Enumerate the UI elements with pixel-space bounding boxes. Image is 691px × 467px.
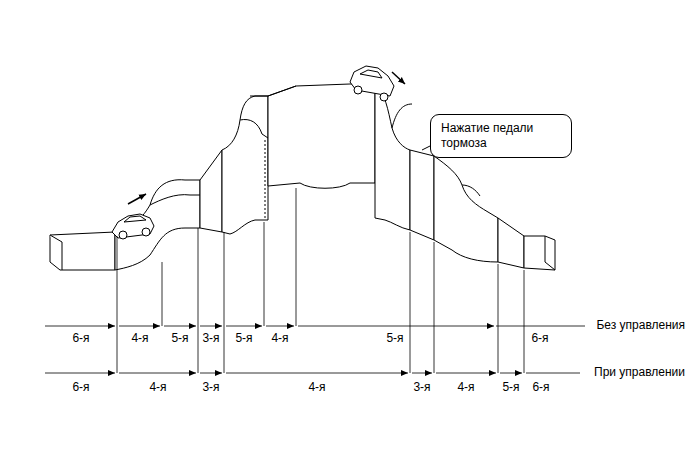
gear-label: 6-я xyxy=(530,332,549,344)
row-title: При управлении xyxy=(593,366,686,378)
gear-label: 4-я xyxy=(456,381,475,393)
gear-label: 5-я xyxy=(501,381,520,393)
gear-label: 5-я xyxy=(234,332,253,344)
gear-label: 3-я xyxy=(201,381,220,393)
gear-label: 6-я xyxy=(71,381,90,393)
gear-label: 4-я xyxy=(270,332,289,344)
gear-label: 3-я xyxy=(412,381,431,393)
callout-box: Нажатие педали тормоза xyxy=(430,114,572,158)
gear-label: 4-я xyxy=(307,381,326,393)
gear-label: 4-я xyxy=(130,332,149,344)
callout-text: Нажатие педали тормоза xyxy=(441,121,559,151)
gear-label: 6-я xyxy=(531,381,550,393)
gear-label: 3-я xyxy=(201,332,220,344)
gear-label: 4-я xyxy=(148,381,167,393)
gear-label: 6-я xyxy=(71,332,90,344)
gear-label: 5-я xyxy=(170,332,189,344)
row-title: Без управления xyxy=(595,319,686,331)
gear-label: 5-я xyxy=(385,332,404,344)
